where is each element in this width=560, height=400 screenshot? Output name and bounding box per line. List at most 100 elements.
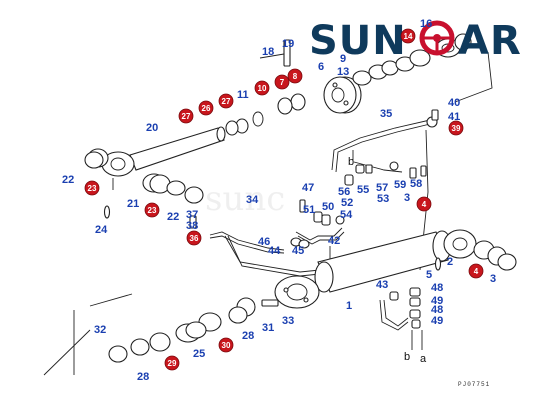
part-number-b55: 55 bbox=[357, 184, 369, 196]
part-number-b28b: 28 bbox=[137, 371, 149, 383]
callout-marker bbox=[254, 80, 270, 96]
part-number-b31: 31 bbox=[262, 322, 274, 334]
callout-number: 29 bbox=[168, 359, 177, 368]
callout-number: 27 bbox=[182, 112, 191, 121]
part-number-b48a: 48 bbox=[431, 282, 443, 294]
callout-number: 30 bbox=[222, 341, 231, 350]
callout-number: 26 bbox=[202, 104, 211, 113]
callout-r10: 10 bbox=[254, 80, 270, 96]
callout-number: 7 bbox=[280, 78, 285, 87]
drawing-code: PJ07751 bbox=[458, 381, 490, 388]
part-number-b16: 16 bbox=[420, 18, 432, 30]
callout-marker bbox=[178, 108, 194, 124]
part-number-b59: 59 bbox=[394, 179, 406, 191]
part-number-b47: 47 bbox=[302, 182, 314, 194]
callout-r36: 36 bbox=[186, 230, 202, 246]
part-number-b13: 13 bbox=[337, 66, 349, 78]
piston-group bbox=[225, 33, 472, 136]
part-number-b11: 11 bbox=[237, 89, 249, 101]
watermark-text: sunc bbox=[205, 179, 285, 219]
part-number-b1: 1 bbox=[346, 300, 352, 312]
callout-number: 4 bbox=[474, 267, 479, 276]
callout-r39: 39 bbox=[448, 120, 464, 136]
part-number-b51: 51 bbox=[303, 204, 315, 216]
callout-r23a: 23 bbox=[84, 180, 100, 196]
part-number-b42: 42 bbox=[328, 235, 340, 247]
part-number-b3b: 3 bbox=[490, 273, 496, 285]
part-number-b49b: 49 bbox=[431, 315, 443, 327]
part-number-b50: 50 bbox=[322, 201, 334, 213]
part-number-b22b: 22 bbox=[167, 211, 179, 223]
part-number-b41: 41 bbox=[448, 111, 460, 123]
callout-marker bbox=[416, 196, 432, 212]
callout-marker bbox=[198, 100, 214, 116]
callout-marker bbox=[468, 263, 484, 279]
callout-marker bbox=[448, 120, 464, 136]
part-number-b54: 54 bbox=[340, 209, 353, 221]
connector-b: b bbox=[404, 351, 410, 363]
part-number-b3a: 3 bbox=[404, 192, 410, 204]
part-number-b56: 56 bbox=[338, 186, 350, 198]
part-number-b22a: 22 bbox=[62, 174, 74, 186]
callout-number: 39 bbox=[452, 124, 461, 133]
callout-r23b: 23 bbox=[144, 202, 160, 218]
part-number-b19: 19 bbox=[282, 38, 294, 50]
part-number-b53: 53 bbox=[377, 193, 389, 205]
cylinder-tube bbox=[261, 229, 517, 309]
callout-number: 8 bbox=[293, 72, 298, 81]
part-number-b32: 32 bbox=[94, 324, 106, 336]
part-number-b45: 45 bbox=[292, 245, 304, 257]
part-number-b48b: 48 bbox=[431, 304, 443, 316]
fittings bbox=[189, 109, 439, 350]
rings-lower bbox=[108, 297, 256, 363]
part-number-b35: 35 bbox=[380, 108, 392, 120]
callout-marker bbox=[218, 93, 234, 109]
part-number-b33: 33 bbox=[282, 315, 294, 327]
part-number-b52: 52 bbox=[341, 197, 353, 209]
part-number-b9: 9 bbox=[340, 53, 346, 65]
rings-upper bbox=[352, 33, 472, 86]
callout-r14: 14 bbox=[400, 28, 416, 44]
callout-r7: 7 bbox=[274, 74, 290, 90]
part-number-b49a: 49 bbox=[431, 295, 443, 307]
callout-r4b: 4 bbox=[468, 263, 484, 279]
rod-seals-left bbox=[84, 148, 204, 219]
part-number-b38: 38 bbox=[186, 220, 198, 232]
callout-number: 27 bbox=[222, 97, 231, 106]
callout-number: 4 bbox=[422, 200, 427, 209]
part-number-b28a: 28 bbox=[242, 330, 254, 342]
piston-rod bbox=[101, 126, 226, 190]
part-number-b25: 25 bbox=[193, 348, 205, 360]
part-number-b21: 21 bbox=[127, 198, 139, 210]
part-number-b2: 2 bbox=[447, 256, 453, 268]
guide-lines bbox=[43, 51, 493, 376]
brand-text-right: AR bbox=[458, 18, 522, 64]
callout-marker bbox=[186, 230, 202, 246]
callout-marker bbox=[164, 355, 180, 371]
part-number-b43: 43 bbox=[376, 279, 388, 291]
callout-number: 14 bbox=[404, 32, 413, 41]
part-number-b57: 57 bbox=[376, 182, 388, 194]
callout-number: 23 bbox=[88, 184, 97, 193]
callout-r27b: 27 bbox=[218, 93, 234, 109]
part-number-b40: 40 bbox=[448, 97, 460, 109]
part-number-b18: 18 bbox=[262, 46, 274, 58]
brand-text-left: SUN bbox=[309, 18, 407, 64]
part-number-b37: 37 bbox=[186, 209, 198, 221]
callout-number: 23 bbox=[148, 206, 157, 215]
steering-wheel-icon bbox=[419, 20, 455, 56]
part-number-b20: 20 bbox=[146, 122, 158, 134]
callout-r26: 26 bbox=[198, 100, 214, 116]
part-number-b58: 58 bbox=[410, 178, 422, 190]
callout-marker bbox=[144, 202, 160, 218]
connector-a: a bbox=[420, 353, 427, 365]
connector-b-top: b bbox=[348, 156, 354, 168]
callout-marker bbox=[274, 74, 290, 90]
callout-r30: 30 bbox=[218, 337, 234, 353]
callout-r8: 8 bbox=[287, 68, 303, 84]
part-number-b6: 6 bbox=[318, 61, 324, 73]
